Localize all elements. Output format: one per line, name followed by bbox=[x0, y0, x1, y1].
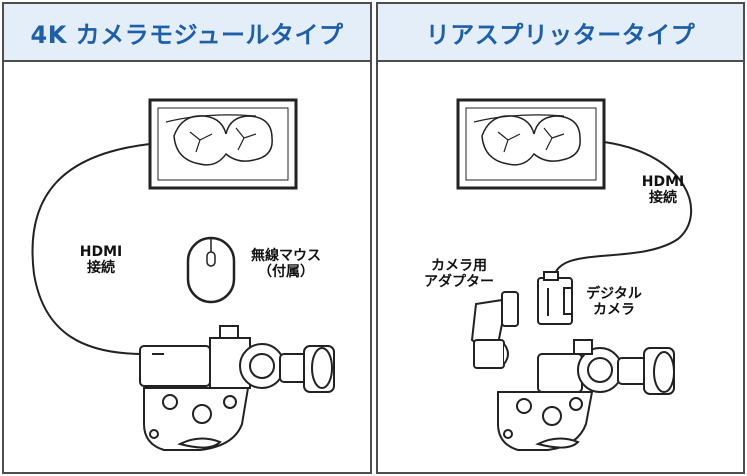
microscope-icon-right bbox=[497, 339, 675, 451]
hdmi-connection-label-right: HDMI 接続 bbox=[641, 174, 685, 206]
wireless-mouse-label: 無線マウス （付属） bbox=[251, 248, 321, 280]
digital-camera-icon bbox=[537, 271, 573, 325]
microscope-icon bbox=[139, 325, 335, 451]
camera-adapter-label: カメラ用 アダプター bbox=[424, 258, 494, 290]
wireless-mouse-icon bbox=[186, 236, 236, 304]
diagram-right bbox=[456, 98, 693, 451]
diagram-left bbox=[31, 98, 335, 451]
monitor-icon bbox=[148, 98, 298, 190]
panel-rear-splitter: リアスプリッタータイプ bbox=[376, 2, 745, 474]
digital-camera-label: デジタル カメラ bbox=[586, 286, 642, 318]
hdmi-connection-label-left: HDMI 接続 bbox=[79, 244, 123, 276]
panel-4k-camera-module: 4K カメラモジュールタイプ bbox=[2, 2, 372, 474]
panel-header-right: リアスプリッタータイプ bbox=[378, 4, 743, 62]
camera-adapter-icon bbox=[470, 291, 519, 369]
panel-title-left: 4K カメラモジュールタイプ bbox=[30, 20, 344, 49]
panel-header-left: 4K カメラモジュールタイプ bbox=[4, 4, 370, 62]
panel-title-right: リアスプリッタータイプ bbox=[425, 20, 696, 49]
monitor-icon-right bbox=[456, 98, 606, 190]
